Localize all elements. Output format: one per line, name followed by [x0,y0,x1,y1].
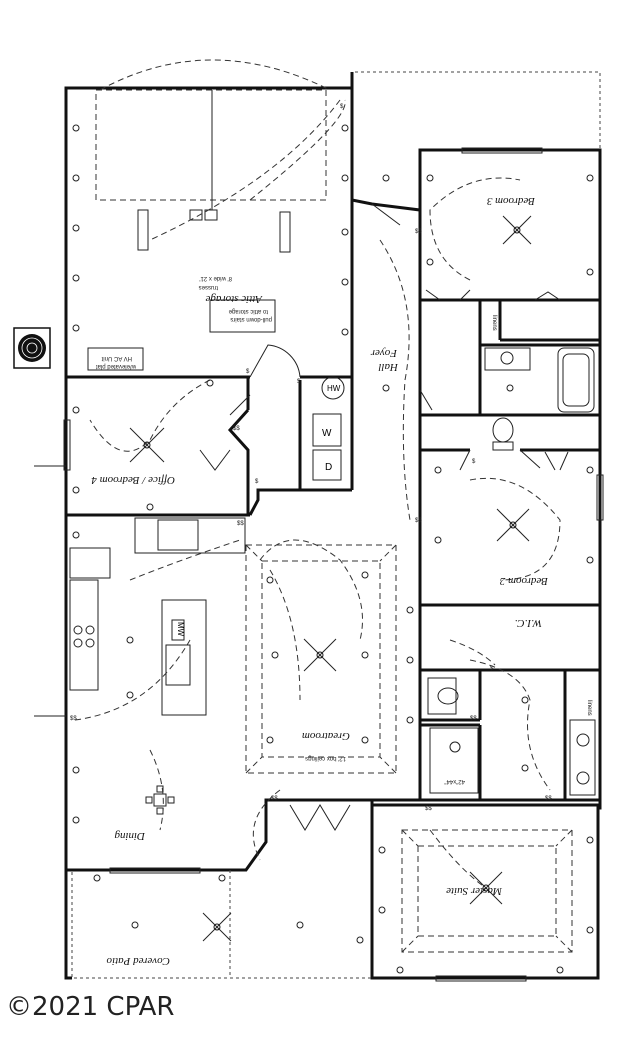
attic-storage-label: Attic storage [205,293,263,305]
linen-label: linens [491,315,497,331]
doors [199,203,569,831]
svg-text:$$: $$ [237,521,244,527]
foyer-label: Foyer [370,347,398,359]
svg-text:$: $ [255,479,259,485]
washer-label: W [322,428,332,439]
svg-text:$: $ [490,666,494,672]
box-ceilings [245,544,573,953]
outlet-icons [72,124,594,974]
linen2-label: linens [586,700,592,716]
hall-label: Hall [378,361,399,373]
svg-text:$$: $$ [233,426,240,432]
svg-text:$$: $$ [271,796,278,802]
svg-text:$: $ [472,459,476,465]
ac-unit-icon [13,327,51,369]
hvac-label: HV AC Unit [101,355,132,361]
kitchen [69,517,246,716]
attic-size-label: 8' wide x 21' [199,275,232,281]
svg-text:$: $ [340,104,344,110]
water-heater-label: HW [327,384,341,393]
greatroom-label: Greatroom [302,730,350,742]
ceiling-fan-icon [129,215,532,942]
dining-label: Dining [114,830,146,842]
svg-text:$$: $$ [425,806,432,812]
wic-label: W.I.C. [515,617,542,629]
microwave-label: MW [176,622,185,637]
svg-text:$$: $$ [470,716,477,722]
windows [63,147,604,982]
switch-icons: $$$ $$$$ $$$$ $$$$ $$$ $$$ $$ $ [70,104,552,812]
bath-fixtures [427,347,596,796]
pulldown-sub-label: to attic storage [228,308,268,314]
svg-text:$: $ [246,369,250,375]
svg-text:$: $ [297,379,301,385]
copyright-notice: ©2021 CPAR [6,992,175,1022]
svg-text:$$: $$ [70,716,77,722]
hvac-sub-label: w/elevated plat [96,363,137,369]
chandelier-icon [145,785,175,815]
attic-trusses-label: trusses [199,284,218,290]
attic-storage-area [95,89,327,201]
interior-walls [66,200,600,807]
office-label: Office / Bedroom 4 [91,474,175,486]
electrical-circuits [74,59,561,889]
covered-patio-label: Covered Patio [106,955,170,967]
bedroom3-label: Bedroom 3 [486,195,535,207]
ceiling-note: 12' box ceilings [305,755,346,761]
svg-text:$$: $$ [415,229,422,235]
dryer-label: D [325,462,332,473]
pulldown-label: pull-down stairs [230,316,272,322]
bedroom2-label: Bedroom 2 [499,575,548,587]
master-suite-label: Master Suite [446,885,503,897]
svg-text:$$: $$ [545,796,552,802]
svg-text:$$: $$ [415,518,422,524]
laundry [312,376,345,481]
shower-label: 42"x44" [444,778,465,784]
